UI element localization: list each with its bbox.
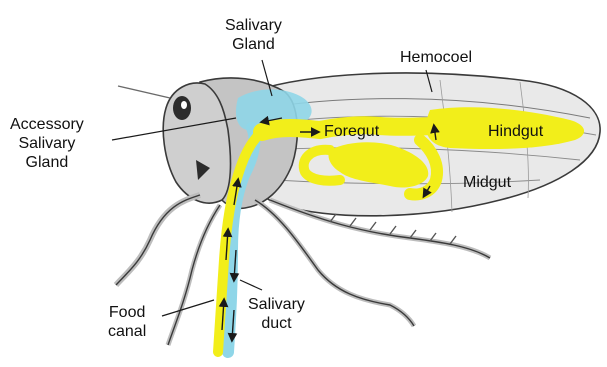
label-accessory-salivary-gland: Accessory Salivary Gland [10, 115, 84, 172]
label-hindgut: Hindgut [488, 122, 543, 141]
label-midgut-text: Midgut [463, 173, 511, 192]
label-accessory-line1: Accessory [10, 115, 84, 134]
label-salivary-gland-line2: Gland [225, 35, 282, 54]
label-salivary-gland: Salivary Gland [225, 16, 282, 54]
label-salivary-duct: Salivary duct [248, 295, 305, 333]
label-foregut-text: Foregut [324, 122, 379, 141]
label-salivary-duct-line2: duct [248, 314, 305, 333]
label-salivary-duct-line1: Salivary [248, 295, 305, 314]
label-salivary-gland-line1: Salivary [225, 16, 282, 35]
label-hemocoel: Hemocoel [400, 48, 472, 67]
label-food-canal-line2: canal [108, 322, 146, 341]
label-accessory-line2: Salivary [10, 134, 84, 153]
label-food-canal: Food canal [108, 303, 146, 341]
label-foregut: Foregut [324, 122, 379, 141]
label-hemocoel-text: Hemocoel [400, 48, 472, 67]
label-hindgut-text: Hindgut [488, 122, 543, 141]
label-accessory-line3: Gland [10, 153, 84, 172]
label-food-canal-line1: Food [108, 303, 146, 322]
label-midgut: Midgut [463, 173, 511, 192]
head [118, 83, 230, 203]
